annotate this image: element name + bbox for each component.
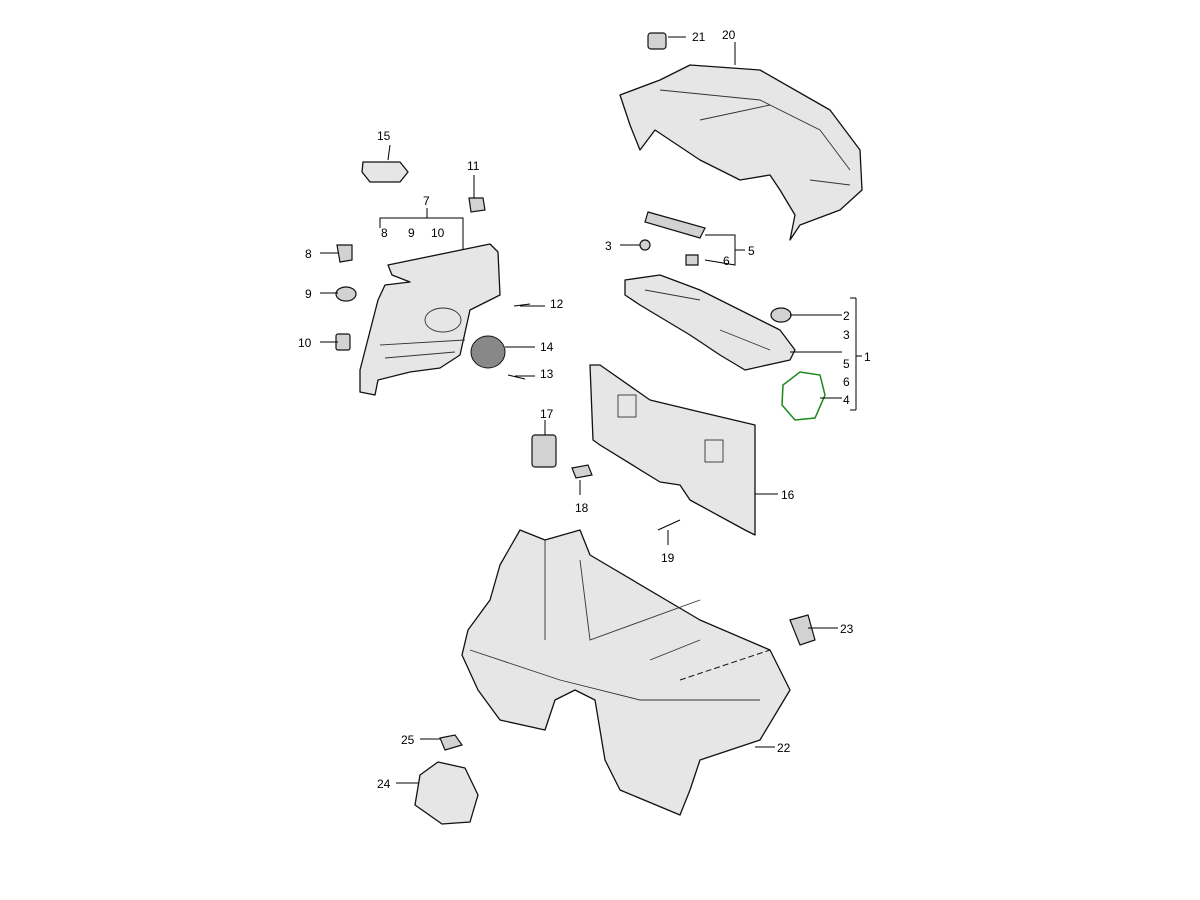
- part-11-clip[interactable]: [468, 197, 486, 213]
- callout-21: 21: [692, 30, 706, 44]
- callout-18: 18: [575, 501, 589, 515]
- callout-12: 12: [550, 297, 564, 311]
- part-7-side-trim[interactable]: [359, 243, 501, 396]
- part-15-cap[interactable]: [361, 161, 409, 183]
- callout-labels: 21 20 15 11 7 8 9 10 8 9 10 12 14 13 3 5…: [298, 28, 871, 791]
- part-4-pad[interactable]: [781, 371, 826, 421]
- part-17-cover[interactable]: [531, 434, 557, 468]
- callout-10-sub: 10: [431, 226, 445, 240]
- part-23-cover[interactable]: [789, 614, 816, 646]
- part-13-screw[interactable]: [507, 374, 526, 380]
- part-3-screw[interactable]: [639, 239, 651, 251]
- callout-11: 11: [467, 159, 480, 173]
- callout-5-right: 5: [843, 357, 850, 371]
- callout-15: 15: [377, 129, 391, 143]
- part-9-grommet[interactable]: [335, 286, 357, 302]
- part-25-nut[interactable]: [439, 734, 463, 751]
- callout-4: 4: [843, 393, 850, 407]
- callout-10: 10: [298, 336, 312, 350]
- part-20-rear-parcel-shelf[interactable]: [619, 64, 863, 241]
- callout-25: 25: [401, 733, 415, 747]
- callout-14: 14: [540, 340, 554, 354]
- callout-23: 23: [840, 622, 854, 636]
- callout-9: 9: [305, 287, 312, 301]
- leader-lines: [320, 36, 862, 784]
- part-2-cap[interactable]: [770, 307, 792, 323]
- callout-2: 2: [843, 309, 850, 323]
- callout-7: 7: [423, 194, 430, 208]
- callout-19: 19: [661, 551, 675, 565]
- callout-6-left: 6: [723, 254, 730, 268]
- part-22-trunk-floor-carpet[interactable]: [461, 529, 791, 816]
- part-21-clip[interactable]: [647, 32, 667, 50]
- callout-17: 17: [540, 407, 554, 421]
- part-10-clip[interactable]: [335, 333, 351, 351]
- part-14-speaker-grille[interactable]: [470, 335, 506, 369]
- part-5-handle[interactable]: [644, 211, 706, 239]
- callout-22: 22: [777, 741, 791, 755]
- part-8-clip[interactable]: [336, 244, 353, 263]
- part-19-screw[interactable]: [657, 519, 681, 531]
- callout-8-sub: 8: [381, 226, 388, 240]
- callout-3-right: 3: [843, 328, 850, 342]
- part-18-plug[interactable]: [571, 464, 593, 479]
- part-24-bracket[interactable]: [414, 761, 479, 825]
- callout-3-left: 3: [605, 239, 612, 253]
- callout-20: 20: [722, 28, 736, 42]
- callout-24: 24: [377, 777, 391, 791]
- callout-6-right: 6: [843, 375, 850, 389]
- part-1-trunk-trim[interactable]: [624, 274, 796, 371]
- callout-16: 16: [781, 488, 795, 502]
- callout-8: 8: [305, 247, 312, 261]
- callout-13: 13: [540, 367, 554, 381]
- callout-5-left: 5: [748, 244, 755, 258]
- callout-1: 1: [864, 350, 871, 364]
- part-16-rear-panel[interactable]: [589, 364, 756, 536]
- callout-9-sub: 9: [408, 226, 415, 240]
- part-6-clip[interactable]: [685, 254, 699, 266]
- part-12-screw[interactable]: [513, 303, 531, 307]
